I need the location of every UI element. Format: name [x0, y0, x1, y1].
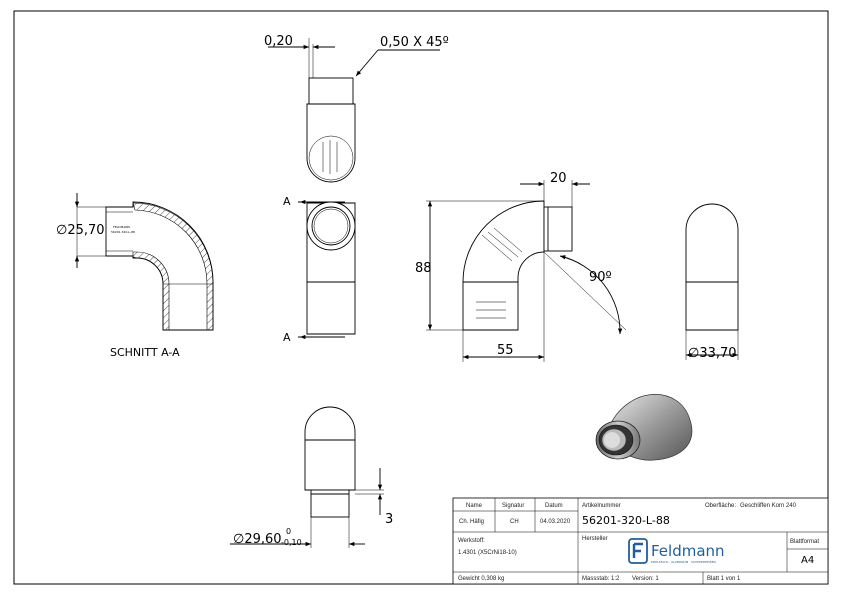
bottom-view — [230, 406, 384, 548]
tb-material-label: Werkstoff: — [458, 538, 485, 544]
tb-surface-label: Oberfläche: — [705, 503, 736, 509]
brand-tagline: EDELSTAHL · ALUMINIUM · SCHMIEDEEISEN — [651, 560, 716, 564]
dim-chamfer: 0,50 X 45º — [380, 35, 449, 50]
tb-scale: Massstab: 1:2 — [582, 576, 620, 582]
section-a-a-view — [74, 193, 214, 331]
front-view-with-section-line — [298, 199, 356, 340]
section-marker-top: A — [283, 195, 291, 208]
dim-wall-thickness: 0,20 — [264, 34, 293, 49]
tb-date-value: 04.03.2020 — [540, 519, 571, 525]
tb-version: Version: 1 — [632, 576, 659, 582]
title-block — [452, 497, 829, 585]
side-view — [426, 180, 627, 362]
tb-weight: Gewicht 0,308 kg — [458, 576, 504, 582]
tolerance-upper: 0 — [286, 527, 291, 536]
dim-neck-diameter: 29,60 — [244, 532, 281, 547]
svg-text:∅29,60: ∅29,60 — [233, 532, 282, 547]
diameter-symbol: ∅ — [688, 346, 699, 361]
svg-text:∅25,70: ∅25,70 — [56, 223, 105, 238]
dim-height: 88 — [415, 261, 432, 276]
sheet-border — [13, 10, 829, 585]
engraving-line-2: 56201-320-L-88 — [111, 230, 135, 234]
brand-name: Feldmann — [651, 542, 725, 560]
tb-name-header: Name — [466, 503, 483, 509]
tb-sheet-format: A4 — [801, 555, 814, 566]
diameter-symbol: ∅ — [56, 223, 67, 238]
dim-neck-length: 3 — [385, 512, 393, 527]
section-title: SCHNITT A-A — [110, 346, 180, 359]
isometric-render — [595, 394, 693, 461]
tb-manufacturer-label: Hersteller — [582, 536, 608, 542]
right-view — [685, 203, 739, 360]
top-view — [268, 38, 440, 183]
tb-material-value: 1.4301 (X5CrNi18-10) — [458, 550, 517, 556]
tb-sheet: Blatt 1 von 1 — [707, 576, 741, 582]
tb-sheet-format-label: Blattformat — [790, 539, 819, 545]
svg-text:∅33,70: ∅33,70 — [688, 346, 737, 361]
feldmann-logo: Feldmann EDELSTAHL · ALUMINIUM · SCHMIED… — [628, 538, 725, 564]
tb-article-label: Artikelnummer — [582, 503, 621, 509]
dim-angle: 90º — [589, 270, 612, 285]
dim-section-diameter: 25,70 — [67, 223, 104, 238]
tb-surface-value: Geschliffen Korn 240 — [740, 503, 797, 509]
diameter-symbol: ∅ — [233, 532, 244, 547]
engraving-line-1: FELDMANN — [113, 225, 130, 229]
dim-outer-diameter: 33,70 — [699, 346, 736, 361]
tb-article-number: 56201-320-L-88 — [582, 514, 670, 527]
tb-date-header: Datum — [545, 503, 563, 509]
tb-signature-value: CH — [510, 519, 519, 525]
section-marker-bottom: A — [283, 331, 291, 344]
tb-signature-header: Signatur — [502, 503, 524, 509]
tb-name-value: Ch. Häfig — [459, 519, 484, 525]
dim-width: 55 — [497, 343, 514, 358]
tolerance-lower: -0,10 — [281, 538, 302, 547]
dim-sleeve-length: 20 — [550, 171, 567, 186]
